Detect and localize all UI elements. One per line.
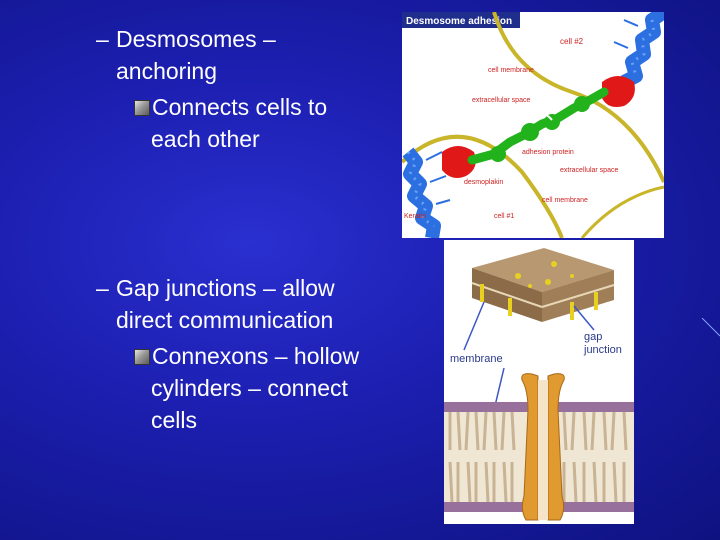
desmoplakin-plaque-right [602,76,635,107]
label-desmoplakin: desmoplakin [464,179,503,186]
desmosome-diagram: Desmosome adhesion [402,12,664,238]
adhesion-protein-complex [467,87,609,165]
sub-bullet-connexons-line2: cylinders – connect [151,375,348,401]
decorative-line [701,318,720,337]
label-extracellular-right: extracellular space [560,167,618,174]
label-membrane: membrane [450,353,503,365]
figure-title: Desmosome adhesion [406,16,512,27]
gap-junction-figure: gap junction membrane [444,240,634,524]
bullet-desmosomes: – Desmosomes – anchoring [96,23,396,87]
label-extracellular-left: extracellular space [472,97,530,104]
title-bar [402,12,520,28]
keratin-filament-left [402,147,451,238]
cell-membrane-left-curve [402,134,564,238]
connexon-channel [521,373,565,521]
gap-junction-diagram: gap junction membrane [444,248,634,521]
label-gap: gap [584,331,602,343]
bullet-desmosomes-line1: Desmosomes – [116,26,276,52]
dash: – [96,26,109,52]
membrane-block [471,248,615,322]
label-keratin: Keratin [404,213,426,220]
sub-bullet-connects-line2: each other [151,126,260,152]
sub-bullet-connects-line1: Connects cells to [152,94,328,120]
desmoplakin-plaque-left [442,146,476,178]
bullet-gap-line1: Gap junctions – allow [116,275,335,301]
label-junction: junction [583,344,622,356]
bullet-desmosomes-line2: anchoring [116,58,218,84]
label-cell-membrane-top: cell membrane [488,67,534,74]
label-adhesion-protein: adhesion protein [522,149,574,156]
sub-bullet-connexons: Connexons – hollow cylinders – connect c… [134,340,394,436]
cell-membrane-bottom-curve [580,185,664,238]
bullet-gap-line2: direct communication [116,307,334,333]
label-cell-membrane-bottom: cell membrane [542,197,588,204]
sub-bullet-connexons-line1: Connexons – hollow [152,343,360,369]
keratin-filament-right [613,12,664,89]
cell-membrane-right-curve [492,12,664,183]
bullet-gap-junctions: – Gap junctions – allow direct communica… [96,272,396,336]
sub-bullet-connexons-line3: cells [151,407,198,433]
square-bullet-icon [134,100,150,116]
dash: – [96,275,109,301]
desmosome-figure: Desmosome adhesion [402,12,664,238]
sub-bullet-connects: Connects cells to each other [134,91,394,155]
label-cell-1: cell #1 [494,213,514,220]
square-bullet-icon [134,349,150,365]
label-cell-2: cell #2 [560,37,584,46]
